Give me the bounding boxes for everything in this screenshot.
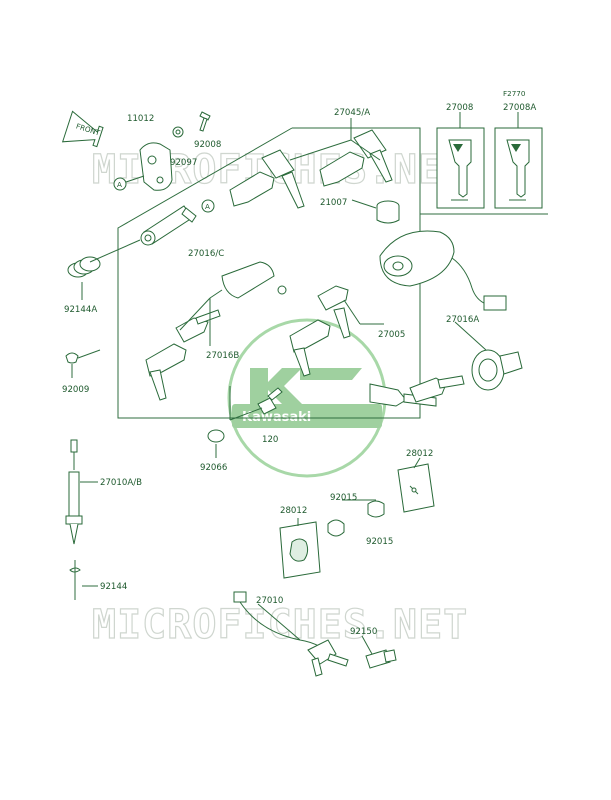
seat-lock-27016B (221, 261, 287, 299)
bolt-92150 (365, 649, 397, 669)
label-27045A: 27045/A (334, 108, 370, 118)
label-27005: 27005 (378, 330, 405, 340)
ref-circle-a-right (201, 199, 215, 213)
label-21007: 21007 (320, 198, 347, 208)
cap-21007 (376, 200, 400, 224)
label-27008A: 27008A (503, 103, 536, 113)
spring-92144A (67, 256, 101, 278)
key-box-right (292, 127, 421, 214)
switch-27010AB (65, 439, 83, 545)
label-28012-left: 28012 (280, 506, 307, 516)
label-92015-top: 92015 (330, 493, 357, 503)
ignition-cylinder-27016C (140, 205, 197, 246)
screw-92009 (65, 349, 101, 364)
key-pair-27016B (145, 309, 221, 401)
grommet-92015-a (327, 519, 345, 537)
watermark-bottom: MICROFICHES.NET (91, 601, 468, 648)
label-28012-right: 28012 (406, 449, 433, 459)
label-92009: 92009 (62, 385, 89, 395)
bolt-92008 (199, 111, 211, 132)
lock-27016A (471, 349, 523, 391)
label-92066: 92066 (200, 463, 227, 473)
key-pair-27005 (289, 285, 351, 377)
ref-a-left: A (117, 180, 122, 189)
switch-27010 (233, 591, 349, 677)
label-27008: 27008 (446, 103, 473, 113)
label-92008: 92008 (194, 140, 221, 150)
fuel-cap-lock-27005 (379, 230, 507, 311)
figure-code: F2770 (503, 89, 526, 98)
label-27016C: 27016/C (188, 249, 224, 259)
key-pair-27045 (229, 129, 393, 209)
ref-a-right: A (205, 202, 210, 211)
label-92144: 92144 (100, 582, 127, 592)
washer-92097 (172, 126, 184, 138)
ref-circle-a-left (113, 177, 127, 191)
key-card-27008A (494, 127, 543, 209)
label-92150: 92150 (350, 627, 377, 637)
main-assembly-box (117, 127, 548, 419)
label-27010: 27010 (256, 596, 283, 606)
label-27010AB: 27010A/B (100, 478, 142, 488)
label-27016B: 27016B (206, 351, 239, 361)
label-92015-bottom: 92015 (366, 537, 393, 547)
label-11012: 11012 (127, 114, 154, 124)
key-pair-27016A (369, 375, 465, 407)
label-92097: 92097 (170, 158, 197, 168)
watermark-text-bottom: MICROFICHES.NET (92, 602, 468, 648)
label-27016A: 27016A (446, 315, 479, 325)
bracket-11012 (139, 142, 173, 191)
label-120: 120 (262, 435, 278, 445)
front-arrow-icon: FRONT (61, 110, 104, 148)
pad-28012-right (397, 463, 435, 513)
key-card-27008 (436, 127, 485, 209)
bolt-120 (257, 387, 283, 415)
pad-28012-left (279, 521, 321, 579)
spring-92144 (69, 560, 81, 600)
label-92144A: 92144A (64, 305, 97, 315)
kawasaki-logo: Kawasaki (227, 318, 387, 478)
washer-92066 (207, 429, 225, 443)
grommet-92015-b (367, 500, 385, 518)
